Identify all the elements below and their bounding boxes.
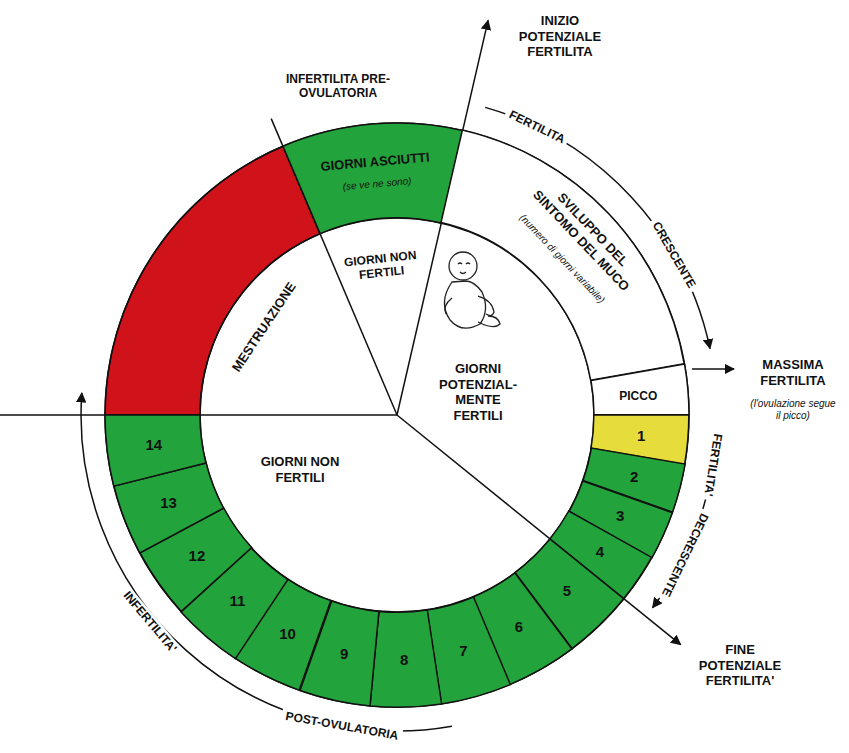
segment-outline [283,123,463,234]
day-segment: 14 [103,413,208,488]
peak-arrow [692,368,734,370]
segment-text: 10 [279,625,296,643]
arc-label: POST-OVULATORIA [281,708,404,743]
segment-outline [181,548,288,659]
phase-label: MASSIMA FERTILITA [743,357,843,388]
inner-wedge: GIORNI NON FERTILI [198,413,552,614]
outer-circle [105,123,689,707]
arc-label: FERTILITA [503,106,571,149]
day-segment: 8 [368,608,444,709]
phase-label: FINE POTENZIALE FERTILITA' [688,642,793,689]
segment-text: 7 [459,642,467,660]
segment-outline [441,130,684,380]
segment-text: MESTRUAZIONE [228,279,298,374]
segment-shape [198,413,552,614]
post-arc [81,393,452,731]
peak-segment: PICCO [589,362,691,417]
segment-text: 12 [189,547,206,565]
baby-figure [444,252,500,328]
segment-shape [318,216,443,417]
phase-label: INFERTILITA PRE-OVULATORIA [268,72,408,101]
segment-text: GIORNI NON FERTILI [245,454,355,485]
segment-text: 4 [596,543,604,561]
mucus-segment: SVILUPPO DEL SINTOMO DEL MUCO(numero di … [439,128,686,382]
segment-outline [370,610,442,707]
segment-text: GIORNI POTENZIAL- MENTE FERTILI [433,361,523,423]
inner-wedge: GIORNI NON FERTILI [318,216,443,417]
segment-text: 2 [630,468,638,486]
phase-label: (l'ovulazione segue il picco) [748,398,838,422]
segment-text: 8 [400,651,408,669]
segment-text: GIORNI NON FERTILI [340,247,423,284]
phase-label: INIZIO POTENZIALE FERTILITA [503,13,618,60]
segment-text: 3 [616,507,624,525]
segment-text: 5 [563,582,571,600]
segment-text: PICCO [619,389,657,403]
segment-text: 9 [340,645,348,663]
segment-outline [320,218,441,415]
segment-text: 6 [515,618,523,636]
arc-label: FERTILITA' [700,429,725,502]
segment-text: 11 [229,592,245,610]
segment-text: 13 [160,494,177,512]
segment-outline [105,415,206,486]
segment-text: 14 [146,436,163,454]
dry-days-segment: GIORNI ASCIUTTI(se ve ne sono) [281,121,465,236]
segment-outline [591,364,689,415]
segment-outline [397,223,594,539]
segment-outline [200,415,550,612]
segment-text: 1 [637,427,645,445]
